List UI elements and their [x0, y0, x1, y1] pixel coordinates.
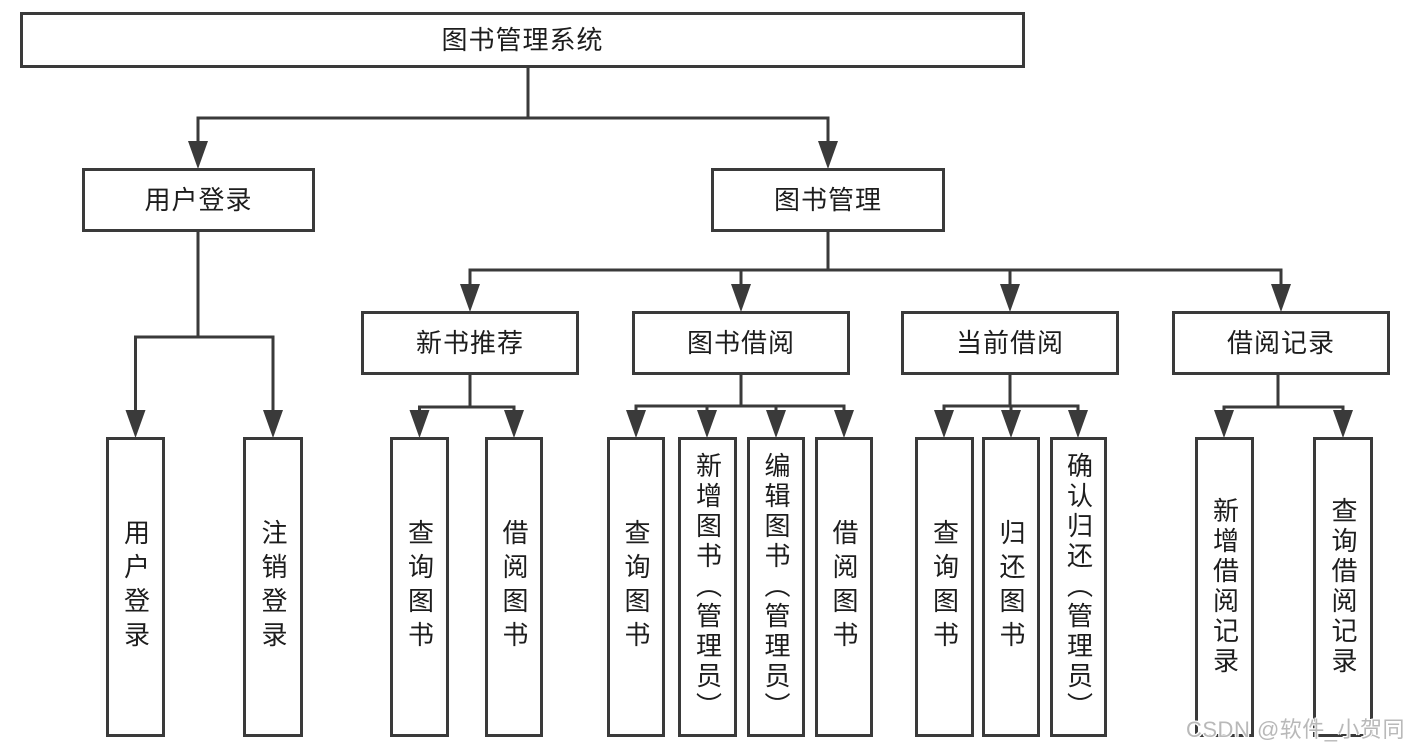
- node-borrow-query-books: 查询图书: [607, 437, 665, 737]
- node-label: 新增借阅记录: [1209, 497, 1240, 677]
- node-current-confirm-return-admin: 确认归还（管理员）: [1050, 437, 1107, 737]
- node-logout-action: 注销登录: [243, 437, 303, 737]
- node-recommend-borrow-books: 借阅图书: [485, 437, 543, 737]
- arrowhead: [697, 410, 717, 438]
- node-borrow-edit-book-admin: 编辑图书（管理员）: [747, 437, 805, 737]
- node-label: 借阅记录: [1226, 328, 1335, 358]
- node-label: 新增图书（管理员）: [692, 452, 723, 722]
- edge-user-login-to-leaves: [125, 230, 283, 438]
- node-records-add-record: 新增借阅记录: [1195, 437, 1254, 737]
- node-records-query-record: 查询借阅记录: [1313, 437, 1373, 737]
- node-label: 当前借阅: [955, 328, 1064, 358]
- arrowhead: [1000, 284, 1020, 312]
- csdn-watermark: CSDN @软件_小贺同学: [1186, 717, 1405, 742]
- arrowhead: [1214, 410, 1234, 438]
- node-label: 借阅图书: [499, 519, 529, 655]
- node-current-return-book: 归还图书: [982, 437, 1040, 737]
- edge-book-management-to-level3: [460, 230, 1291, 312]
- node-label: 归还图书: [996, 519, 1026, 655]
- edge-new-book-recommend-to-leaves: [409, 373, 524, 438]
- arrowhead: [125, 410, 146, 438]
- edge-book-borrow-to-leaves: [626, 373, 854, 438]
- node-label: 编辑图书（管理员）: [761, 452, 791, 722]
- node-current-query-books: 查询图书: [915, 437, 974, 737]
- arrowhead: [818, 141, 838, 169]
- node-label: 查询借阅记录: [1328, 497, 1358, 677]
- node-borrow-borrow-books: 借阅图书: [815, 437, 873, 737]
- node-user-login: 用户登录: [82, 168, 315, 232]
- node-label: 图书借阅: [686, 328, 795, 358]
- node-label: 用户登录: [120, 519, 151, 655]
- node-label: 查询图书: [621, 519, 651, 655]
- node-label: 查询图书: [404, 519, 435, 655]
- edge-current-borrow-to-leaves: [934, 373, 1088, 438]
- arrowhead: [934, 410, 954, 438]
- arrowhead: [409, 410, 430, 438]
- arrowhead: [766, 410, 786, 438]
- edge-borrow-records-to-leaves: [1214, 373, 1353, 438]
- arrowhead: [731, 284, 751, 312]
- node-label: 确认归还（管理员）: [1063, 452, 1094, 722]
- node-book-management: 图书管理: [711, 168, 945, 232]
- node-borrow-add-book-admin: 新增图书（管理员）: [678, 437, 737, 737]
- arrowhead: [1333, 410, 1353, 438]
- node-label: 新书推荐: [415, 328, 524, 358]
- arrowhead: [1001, 410, 1021, 438]
- node-label: 借阅图书: [829, 519, 859, 655]
- node-new-book-recommend: 新书推荐: [361, 311, 579, 375]
- node-label: 图书管理系统: [441, 25, 604, 55]
- arrowhead: [1068, 410, 1088, 438]
- arrowhead: [188, 141, 208, 169]
- arrowhead: [460, 284, 480, 312]
- arrowhead: [834, 410, 854, 438]
- node-user-login-action: 用户登录: [106, 437, 165, 737]
- arrowhead: [504, 410, 524, 438]
- node-label: 图书管理: [773, 185, 882, 215]
- node-borrow-records: 借阅记录: [1172, 311, 1390, 375]
- node-label: 注销登录: [258, 519, 288, 655]
- node-library-system: 图书管理系统: [20, 12, 1025, 68]
- arrowhead: [1271, 284, 1291, 312]
- node-label: 查询图书: [929, 519, 960, 655]
- node-label: 用户登录: [144, 185, 253, 215]
- node-current-borrow: 当前借阅: [901, 311, 1119, 375]
- arrowhead: [626, 410, 646, 438]
- arrowhead: [263, 410, 283, 438]
- edge-root-to-level2: [188, 66, 838, 169]
- node-recommend-query-books: 查询图书: [390, 437, 449, 737]
- node-book-borrow: 图书借阅: [632, 311, 850, 375]
